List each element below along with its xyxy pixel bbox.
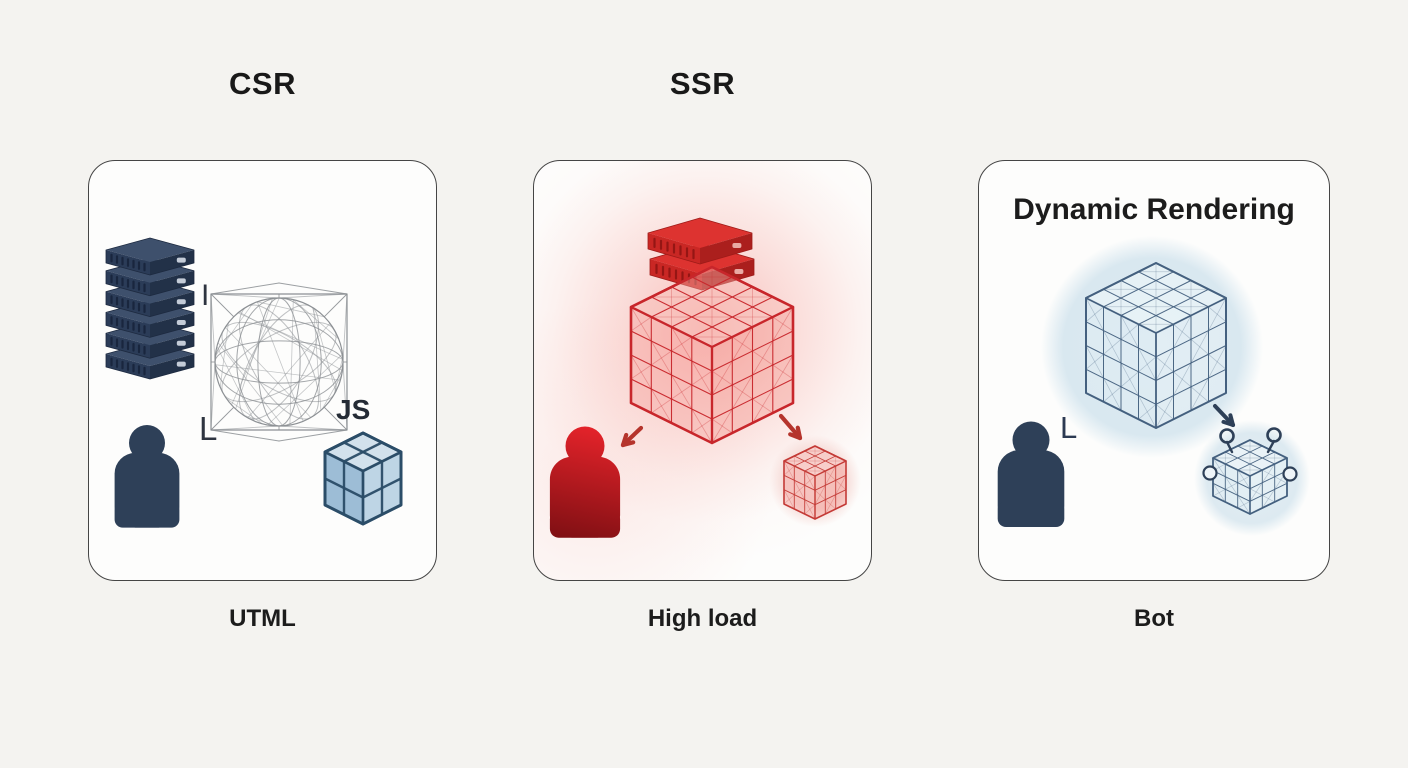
dynamic-caption: Bot [1134, 605, 1174, 632]
dynamic-label-l: L [1060, 410, 1078, 445]
dynamic-rendering-title: Dynamic Rendering [1013, 193, 1295, 226]
dynamic-rendering-panel: Dynamic Rendering [978, 160, 1330, 581]
csr-title: CSR [229, 66, 296, 101]
ssr-panel [533, 160, 872, 581]
csr-label-l: L [199, 410, 218, 447]
csr-label-i: I [201, 279, 210, 312]
ssr-title: SSR [669, 66, 736, 101]
csr-caption: UTML [229, 605, 296, 632]
csr-panel [88, 160, 437, 581]
ssr-caption: High load [647, 605, 758, 632]
csr-label-js: JS [336, 394, 371, 425]
